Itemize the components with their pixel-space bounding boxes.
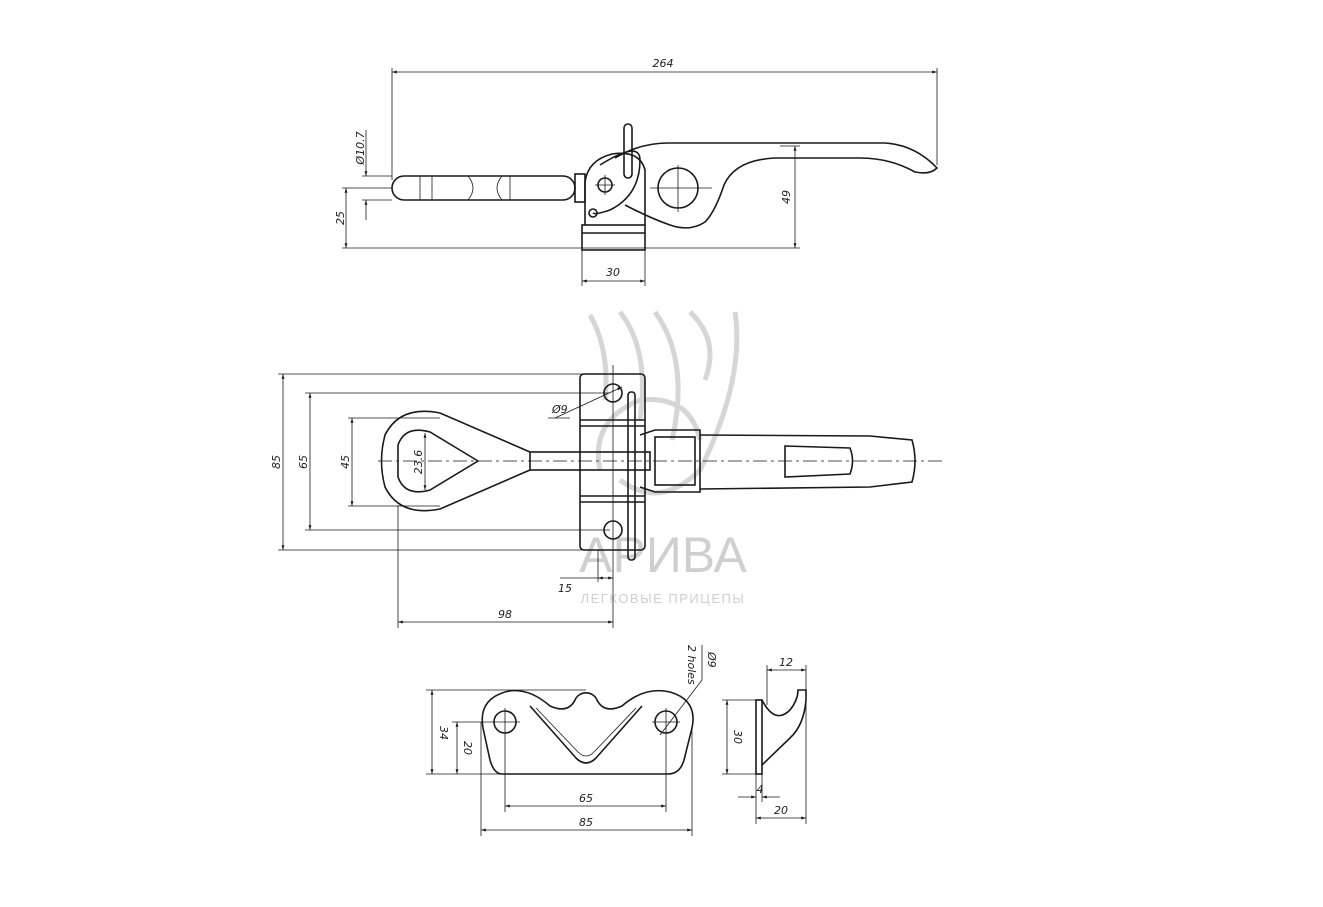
watermark-brand: АРИВА	[579, 527, 747, 583]
dim-keeper-height: 34	[437, 726, 450, 740]
dim-overall-length: 264	[653, 57, 674, 70]
dim-eye-outer: 45	[339, 455, 352, 469]
watermark-tagline: ЛЕГКОВЫЕ ПРИЦЕПЫ	[581, 591, 746, 606]
keeper-side-view: 12 30 4 20	[722, 656, 807, 824]
dim-keeper-hole-height: 20	[461, 741, 474, 755]
dim-reach: 98	[498, 608, 512, 621]
keeper-holes-diameter: Ø9	[705, 651, 718, 668]
dim-lever-height: 49	[780, 190, 793, 204]
keeper-front-view: 34 20 65 85 2 holes Ø9	[426, 645, 718, 836]
dim-hole-spacing: 65	[297, 455, 310, 469]
dim-keeper-hole-spacing: 65	[579, 792, 593, 805]
dim-keeper-width: 85	[579, 816, 593, 829]
latch-side-view: 264 25 Ø10.7 49 30	[334, 57, 939, 286]
dim-hook-width: 12	[779, 656, 793, 669]
dim-eye-inner: 23.6	[412, 450, 425, 475]
watermark-logo: АРИВА ЛЕГКОВЫЕ ПРИЦЕПЫ	[579, 310, 747, 606]
latch-top-view: 85 65 45 23.6 Ø9 15 98	[270, 365, 942, 628]
dim-keeper-thickness: 4	[757, 783, 764, 796]
dim-keeper-side-height: 30	[731, 730, 744, 744]
dim-rod-diameter: Ø10.7	[354, 131, 367, 165]
dim-plate-height: 85	[270, 455, 283, 469]
dim-plate-offset: 15	[558, 582, 572, 595]
dim-keeper-depth: 20	[774, 804, 788, 817]
dim-base-width: 30	[606, 266, 620, 279]
dim-axis-height: 25	[334, 211, 347, 225]
keeper-holes-note: 2 holes	[685, 645, 698, 685]
dim-hole-diameter: Ø9	[551, 403, 568, 416]
